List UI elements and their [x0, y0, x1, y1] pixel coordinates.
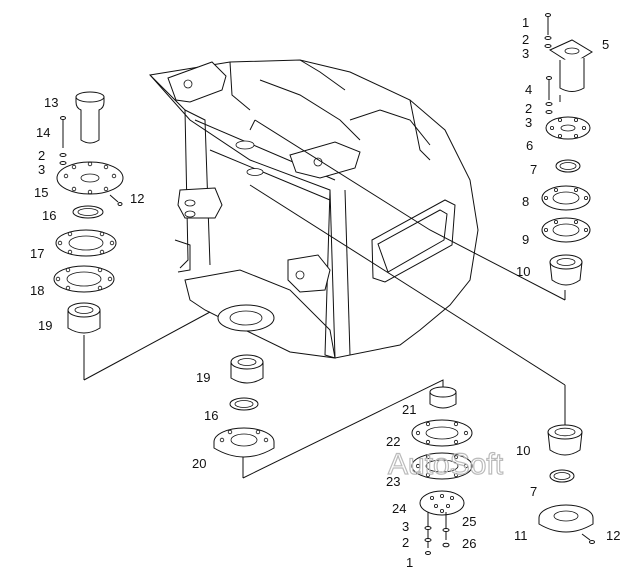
- callout-13: 13: [44, 95, 58, 110]
- part-2-washer: [59, 153, 67, 157]
- part-3-washer: [59, 161, 67, 165]
- part-10-bushing-lower: [547, 424, 583, 456]
- part-11-flange: [538, 504, 594, 533]
- bottom-center-part-stack: [411, 386, 473, 555]
- callout-19-lower: 19: [196, 370, 210, 385]
- callout-18: 18: [30, 283, 44, 298]
- callout-2-lower: 2: [402, 535, 409, 550]
- frame-housing: [149, 59, 479, 359]
- left-part-stack: [53, 91, 124, 334]
- lower-right-part-stack: [538, 424, 595, 544]
- part-3-washer-mid: [545, 110, 553, 114]
- part-19-bushing-lower: [230, 354, 264, 384]
- part-19-bushing: [67, 302, 101, 334]
- callout-10-lower: 10: [516, 443, 530, 458]
- callout-2-upper: 2: [522, 32, 529, 47]
- callout-16-lower: 16: [204, 408, 218, 423]
- callout-5: 5: [602, 37, 609, 52]
- callout-25: 25: [462, 514, 476, 529]
- part-3-washer-upper: [544, 44, 552, 48]
- part-10-bushing-upper: [549, 254, 583, 286]
- callout-2-left: 2: [38, 148, 45, 163]
- callout-20: 20: [192, 456, 206, 471]
- callout-1-lower: 1: [406, 555, 413, 570]
- part-14-bolt: [60, 116, 66, 148]
- part-7-ring-lower: [549, 469, 575, 483]
- callout-19-left: 19: [38, 318, 52, 333]
- callout-16-left: 16: [42, 208, 56, 223]
- callout-23: 23: [386, 474, 400, 489]
- part-24-plate: [419, 490, 465, 516]
- callout-10-upper: 10: [516, 264, 530, 279]
- part-5-cap: [548, 39, 593, 92]
- callout-11: 11: [514, 528, 528, 543]
- callout-1-upper: 1: [522, 15, 529, 30]
- part-16-ring: [72, 205, 104, 219]
- upper-right-part-stack: [541, 13, 593, 286]
- part-8-gasket: [541, 185, 591, 211]
- callout-21: 21: [402, 402, 416, 417]
- part-23-gasket: [411, 452, 473, 480]
- part-15-flange: [56, 161, 124, 195]
- callout-2-mid: 2: [525, 101, 532, 116]
- callout-8: 8: [522, 194, 529, 209]
- part-13-pin: [75, 91, 105, 144]
- callout-24: 24: [392, 501, 406, 516]
- callout-7-lower: 7: [530, 484, 537, 499]
- part-1-bolt: [545, 13, 551, 35]
- callout-3-left: 3: [38, 162, 45, 177]
- callout-26: 26: [462, 536, 476, 551]
- callout-3-upper: 3: [522, 46, 529, 61]
- callout-14: 14: [36, 125, 50, 140]
- part-3-bolt-group-lower: [424, 512, 432, 555]
- callout-17: 17: [30, 246, 44, 261]
- part-16-ring-lower: [229, 397, 259, 411]
- part-2-washer-mid: [545, 102, 553, 106]
- callout-numbers: 1 2 3 5 4 2 3 6 7 8 9 10 13 14 2 3 15 12…: [30, 15, 620, 570]
- part-4-bolt: [546, 76, 552, 100]
- callout-4: 4: [525, 82, 532, 97]
- watermark: AutoSoft: [388, 448, 504, 481]
- part-22-gasket: [411, 419, 473, 447]
- bottom-middle-part-stack: [213, 354, 275, 458]
- callout-3-lower: 3: [402, 519, 409, 534]
- part-2-washer-upper: [544, 36, 552, 40]
- part-18-gasket: [53, 265, 115, 293]
- callout-12-left: 12: [130, 191, 144, 206]
- callout-12-lower: 12: [606, 528, 620, 543]
- part-21-bushing: [429, 386, 457, 409]
- part-12-bolt-lower: [581, 533, 595, 544]
- part-20-flange: [213, 427, 275, 458]
- part-9-gasket: [541, 217, 591, 243]
- callout-22: 22: [386, 434, 400, 449]
- callout-15: 15: [34, 185, 48, 200]
- part-7-ring-upper: [555, 159, 581, 173]
- part-25-26-fitting: [442, 512, 450, 548]
- callout-7-upper: 7: [530, 162, 537, 177]
- part-6-flange: [545, 116, 591, 140]
- part-17-gasket: [55, 229, 117, 257]
- callout-9: 9: [522, 232, 529, 247]
- callout-6: 6: [526, 138, 533, 153]
- callout-3-mid: 3: [525, 115, 532, 130]
- part-12-bolt: [109, 194, 123, 206]
